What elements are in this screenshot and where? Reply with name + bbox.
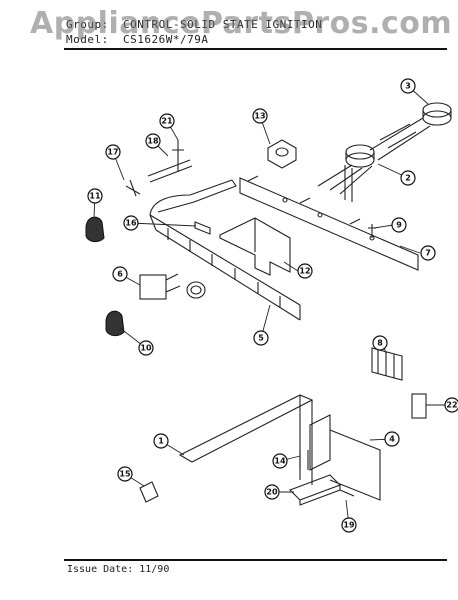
svg-text:15: 15: [119, 470, 131, 479]
svg-text:6: 6: [117, 270, 123, 279]
callout-16: 16: [123, 215, 139, 231]
svg-text:12: 12: [299, 267, 310, 276]
svg-text:20: 20: [266, 488, 278, 497]
callout-21: 21: [159, 113, 175, 129]
svg-text:2: 2: [405, 174, 411, 183]
svg-text:8: 8: [377, 339, 383, 348]
svg-text:17: 17: [107, 148, 118, 157]
svg-text:16: 16: [125, 219, 137, 228]
small-components: [125, 139, 376, 238]
footer-rule: [64, 559, 447, 561]
svg-text:19: 19: [343, 521, 355, 530]
callout-12: 12: [297, 263, 313, 279]
issue-date: Issue Date: 11/90: [67, 564, 170, 575]
callout-17: 17: [105, 144, 121, 160]
callout-20: 20: [264, 484, 280, 500]
svg-text:21: 21: [161, 117, 173, 126]
svg-text:18: 18: [147, 137, 159, 146]
svg-text:3: 3: [405, 82, 411, 91]
callout-2: 2: [400, 170, 416, 186]
callout-13: 13: [252, 108, 268, 124]
svg-text:9: 9: [396, 221, 402, 230]
callout-5: 5: [253, 330, 269, 346]
callout-9: 9: [391, 217, 407, 233]
model-label: Model: CS1626W*/79A: [66, 33, 209, 46]
leader-lines: [93, 85, 446, 526]
group-label: Group: CONTROL-SOLID STATE IGNITION: [66, 18, 323, 31]
svg-text:14: 14: [274, 457, 286, 466]
svg-text:22: 22: [446, 401, 457, 410]
callout-22: 22: [444, 397, 458, 413]
callout-6: 6: [112, 266, 128, 282]
callout-11: 11: [87, 188, 103, 204]
callout-19: 19: [341, 517, 357, 533]
control-knobs: [85, 216, 125, 337]
callout-10: 10: [138, 340, 154, 356]
lower-valve-assembly: [139, 347, 427, 506]
callout-3: 3: [400, 78, 416, 94]
callout-1: 1: [153, 433, 169, 449]
callout-7: 7: [420, 245, 436, 261]
svg-text:13: 13: [254, 112, 265, 121]
svg-text:5: 5: [258, 334, 264, 343]
callout-15: 15: [117, 466, 133, 482]
callout-14: 14: [272, 453, 288, 469]
svg-text:11: 11: [89, 192, 101, 201]
svg-text:4: 4: [389, 435, 395, 444]
header-rule: [64, 48, 447, 50]
watermark-logo: AppliancePartsPros.com: [30, 6, 453, 41]
callout-8: 8: [372, 335, 388, 351]
heat-shield: [219, 217, 291, 276]
svg-text:1: 1: [158, 437, 164, 446]
callout-18: 18: [145, 133, 161, 149]
callout-4: 4: [384, 431, 400, 447]
manifold-tube: [149, 179, 301, 321]
svg-text:10: 10: [140, 344, 152, 353]
burner-valve-assembly: [317, 102, 452, 202]
svg-text:7: 7: [425, 249, 431, 258]
burner-rail: [239, 175, 419, 271]
spark-module: [139, 273, 206, 300]
